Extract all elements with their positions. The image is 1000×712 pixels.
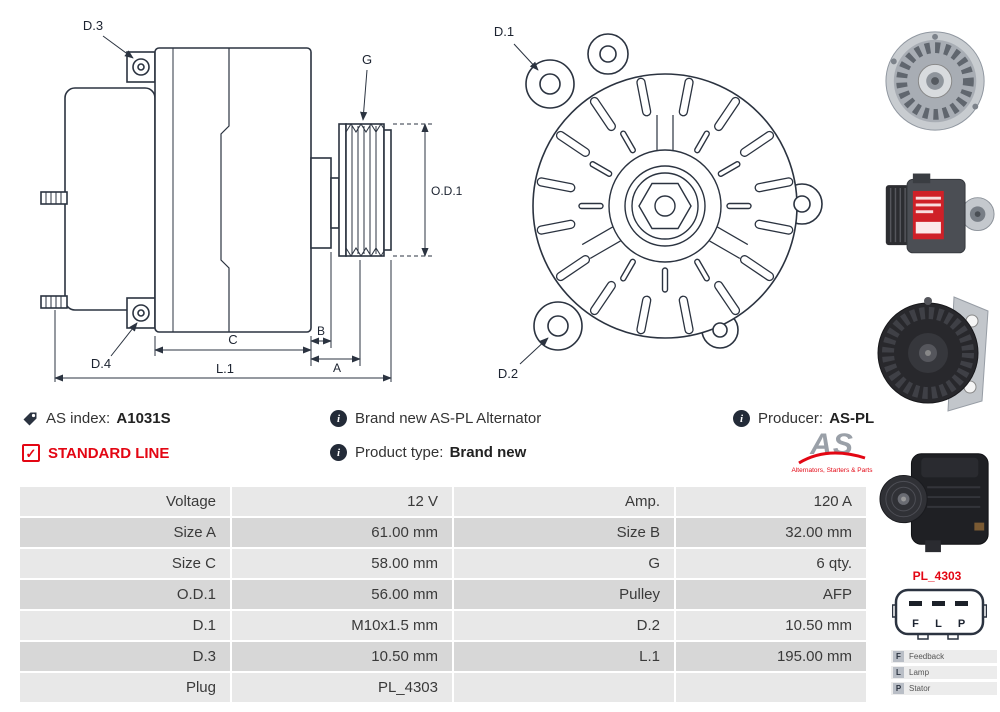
dim-label-g: G bbox=[362, 52, 372, 67]
spec-label: Pulley bbox=[454, 580, 674, 609]
spec-value: 10.50 mm bbox=[232, 642, 452, 671]
plug-pin-p: P bbox=[958, 618, 965, 630]
spec-label: L.1 bbox=[454, 642, 674, 671]
spec-label: D.1 bbox=[20, 611, 230, 640]
legend-row-lamp: L Lamp bbox=[891, 666, 997, 679]
front-view-technical-drawing: D.1 D.2 bbox=[494, 24, 823, 381]
spec-label: O.D.1 bbox=[20, 580, 230, 609]
as-pl-logo: AS Alternators, Starters & Parts bbox=[786, 430, 878, 475]
dim-label-d2: D.2 bbox=[498, 366, 518, 381]
product-photo-rear-view bbox=[877, 296, 989, 412]
spec-value: 12 V bbox=[232, 487, 452, 516]
legend-row-stator: P Stator bbox=[891, 682, 997, 695]
product-type-value: Brand new bbox=[449, 444, 527, 461]
spec-value: 32.00 mm bbox=[676, 518, 866, 547]
legend-key: L bbox=[893, 667, 904, 678]
dim-label-a: A bbox=[333, 361, 341, 375]
plug-pin-l: L bbox=[935, 618, 942, 630]
legend-desc: Feedback bbox=[909, 652, 945, 661]
spec-label: Size A bbox=[20, 518, 230, 547]
dim-label-b: B bbox=[317, 324, 325, 338]
plug-code: PL_4303 bbox=[912, 569, 962, 583]
spec-value: M10x1.5 mm bbox=[232, 611, 452, 640]
spec-label: D.2 bbox=[454, 611, 674, 640]
as-index: AS index: A1031S bbox=[22, 410, 171, 427]
spec-value: 61.00 mm bbox=[232, 518, 452, 547]
spec-value: PL_4303 bbox=[232, 673, 452, 702]
standard-line-text: STANDARD LINE bbox=[48, 444, 170, 462]
producer-label: Producer: bbox=[758, 410, 824, 427]
info-icon: i bbox=[733, 410, 750, 427]
dim-label-c: C bbox=[228, 332, 237, 347]
product-photo-front-view bbox=[885, 31, 985, 131]
info-icon: i bbox=[330, 410, 347, 427]
tag-icon bbox=[23, 412, 37, 425]
plug-pin-legend: F Feedback L Lamp P Stator bbox=[891, 650, 997, 698]
as-pl-logo-tagline: Alternators, Starters & Parts bbox=[791, 467, 873, 474]
product-photo-black-alternator bbox=[879, 453, 989, 553]
spec-value: 195.00 mm bbox=[676, 642, 866, 671]
spec-table: Voltage 12 V Amp. 120 A Size A 61.00 mm … bbox=[20, 487, 866, 702]
spec-value: AFP bbox=[676, 580, 866, 609]
spec-label: Voltage bbox=[20, 487, 230, 516]
spec-label bbox=[454, 673, 674, 702]
dim-label-l1: L.1 bbox=[216, 361, 234, 376]
as-pl-logo-swoosh-icon bbox=[798, 451, 866, 465]
plug-connector-diagram: F L P bbox=[892, 588, 987, 640]
side-view-technical-drawing: D.3 G D.4 O.D.1 C B A L.1 bbox=[40, 18, 463, 382]
brand-new-note: i Brand new AS-PL Alternator bbox=[330, 410, 541, 427]
as-index-label: AS index: bbox=[46, 410, 111, 427]
spec-value: 120 A bbox=[676, 487, 866, 516]
info-icon: i bbox=[330, 444, 347, 461]
spec-label: D.3 bbox=[20, 642, 230, 671]
spec-label: Size C bbox=[20, 549, 230, 578]
legend-desc: Stator bbox=[909, 684, 931, 693]
spec-value: 58.00 mm bbox=[232, 549, 452, 578]
spec-value: 6 qty. bbox=[676, 549, 866, 578]
product-photo-side-label bbox=[885, 173, 995, 254]
producer: i Producer: AS-PL bbox=[733, 410, 874, 427]
dim-label-d3: D.3 bbox=[83, 18, 103, 33]
dim-label-d1: D.1 bbox=[494, 24, 514, 39]
legend-row-feedback: F Feedback bbox=[891, 650, 997, 663]
spec-value: 10.50 mm bbox=[676, 611, 866, 640]
producer-value: AS-PL bbox=[829, 410, 875, 427]
product-type: i Product type: Brand new bbox=[330, 444, 526, 461]
dim-label-od1: O.D.1 bbox=[431, 184, 463, 198]
dim-label-d4: D.4 bbox=[91, 356, 111, 371]
legend-key: P bbox=[893, 683, 904, 694]
brand-new-text: Brand new AS-PL Alternator bbox=[355, 410, 542, 427]
product-type-label: Product type: bbox=[355, 444, 444, 461]
legend-desc: Lamp bbox=[909, 668, 930, 677]
as-index-value: A1031S bbox=[116, 410, 171, 427]
plug-pin-f: F bbox=[912, 618, 919, 630]
checkbox-checked-icon: ✓ bbox=[22, 444, 40, 462]
spec-label: Size B bbox=[454, 518, 674, 547]
legend-key: F bbox=[893, 651, 904, 662]
spec-value: 56.00 mm bbox=[232, 580, 452, 609]
standard-line: ✓ STANDARD LINE bbox=[22, 444, 169, 462]
spec-label: Amp. bbox=[454, 487, 674, 516]
spec-value bbox=[676, 673, 866, 702]
spec-label: G bbox=[454, 549, 674, 578]
spec-label: Plug bbox=[20, 673, 230, 702]
